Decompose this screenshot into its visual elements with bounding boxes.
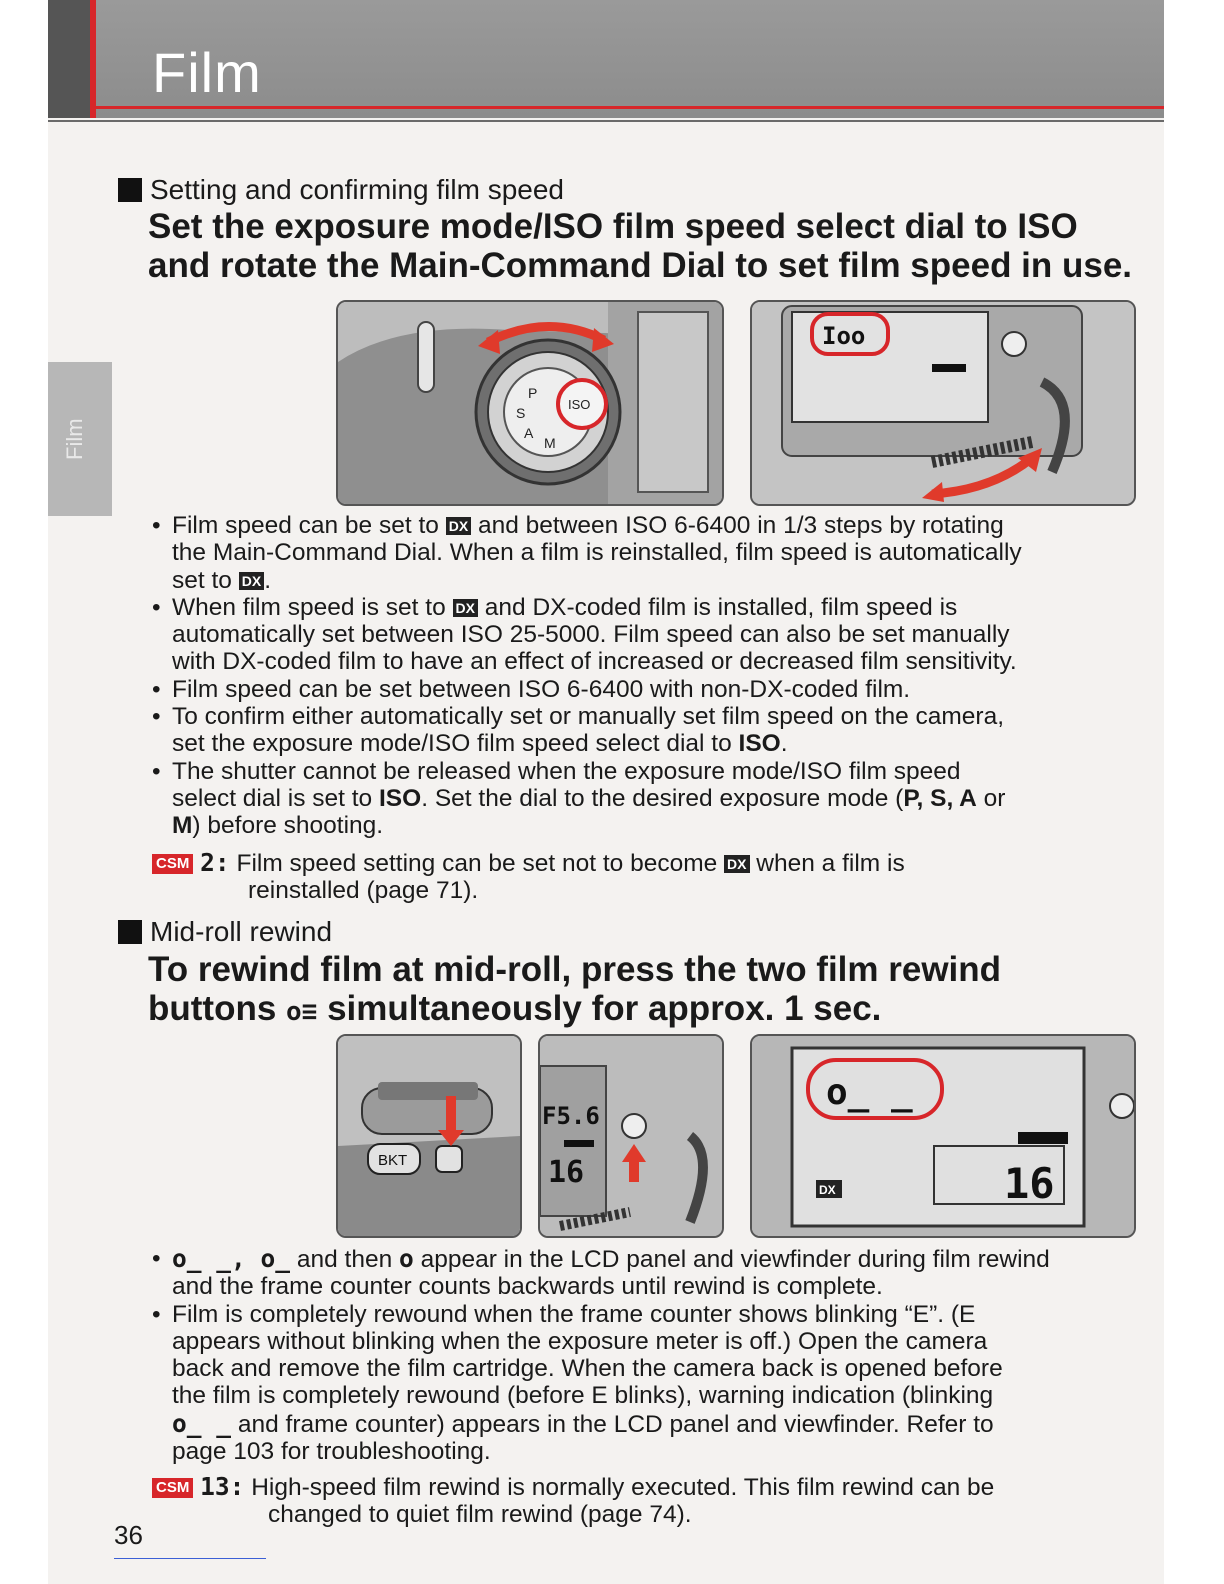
rewind-button-right <box>621 1113 647 1139</box>
section-label: Setting and confirming film speed <box>150 174 564 205</box>
list-item: • Film speed can be set to DX and betwee… <box>152 512 1022 594</box>
chapter-tab <box>48 362 112 516</box>
camera-dial-illustration: P S A M ISO <box>338 302 722 504</box>
csm-note-film-speed: CSM 2: Film speed setting can be set not… <box>152 849 905 905</box>
svg-text:P: P <box>528 385 537 401</box>
rewind-button-left-illustration: BKT <box>338 1036 520 1236</box>
section-square-icon <box>118 920 142 944</box>
csm-note-rewind: CSM 13: High-speed film rewind is normal… <box>152 1473 994 1529</box>
camera-dial-photo: P S A M ISO <box>336 300 724 506</box>
dx-icon: DX <box>724 855 750 873</box>
csm-number: 2: <box>200 848 230 877</box>
list-item: • Film speed can be set between ISO 6-64… <box>152 675 911 703</box>
viewfinder-counter: 16 <box>548 1155 584 1190</box>
page-number: 36 <box>114 1520 143 1550</box>
header-red-accent <box>90 0 96 118</box>
svg-text:A: A <box>524 425 534 441</box>
chapter-tab-label: Film <box>62 418 87 460</box>
svg-text:M: M <box>544 435 556 451</box>
lcd-film-speed-readout: Ioo <box>822 322 865 350</box>
lcd-film-speed-highlight <box>810 312 890 356</box>
iso-dial-highlight <box>556 378 608 430</box>
section-label: Mid-roll rewind <box>150 916 333 947</box>
rewind-button-left <box>435 1145 463 1173</box>
list-item: • o_ _, o_ and then o appear in the LCD … <box>152 1244 1050 1301</box>
list-item: • To confirm either automatically set or… <box>152 703 1005 758</box>
page-header: Film <box>48 0 1164 118</box>
footer-underline <box>114 1558 266 1559</box>
heading-line: Set the exposure mode/ISO film speed sel… <box>148 207 1078 246</box>
list-item: • Film is completely rewound when the fr… <box>152 1300 1003 1466</box>
bkt-button-label: BKT <box>378 1152 407 1169</box>
list-item: • When film speed is set to DX and DX-co… <box>152 593 1017 676</box>
section-square-icon <box>118 178 142 202</box>
rewind-lcd-photo: o_ _ 16 DX <box>750 1034 1136 1238</box>
film-speed-notes: • Film speed can be set to DX and betwee… <box>152 512 1142 840</box>
csm-badge: CSM <box>152 1478 194 1498</box>
section-heading: To rewind film at mid-roll, press the tw… <box>148 950 1001 1032</box>
lcd-rewind-indicator: o_ _ <box>826 1072 913 1113</box>
lcd-frame-counter: 16 <box>1004 1159 1055 1208</box>
section-mid-roll-rewind: Mid-roll rewind <box>118 916 332 948</box>
page-title: Film <box>152 41 262 104</box>
heading-line: buttons o≡ simultaneously for approx. 1 … <box>148 989 882 1028</box>
dx-icon: DX <box>452 598 478 617</box>
rewind-symbol: o <box>399 1244 414 1273</box>
header-dark-block <box>48 0 90 118</box>
rewind-symbols: o_ _ <box>172 1408 232 1438</box>
press-arrow-icon <box>622 1144 646 1162</box>
rewind-button-right-photo: F5.6 16 <box>538 1034 724 1238</box>
iso-dial-label: ISO <box>568 397 590 412</box>
film-rewind-icon: o≡ <box>286 997 318 1027</box>
csm-badge: CSM <box>152 854 194 874</box>
header-red-rule <box>90 106 1164 109</box>
csm-number: 13: <box>200 1472 245 1501</box>
svg-text:S: S <box>516 405 525 421</box>
header-divider <box>48 120 1164 122</box>
rewind-button-right-illustration: F5.6 16 <box>540 1036 722 1236</box>
list-item: • The shutter cannot be released when th… <box>152 757 1006 840</box>
dx-icon: DX <box>445 517 472 535</box>
lcd-dx-indicator: DX <box>819 1183 836 1197</box>
page-margin-right <box>1164 0 1224 1584</box>
heading-line: and rotate the Main-Command Dial to set … <box>148 246 1133 285</box>
rewind-button-left-photo: BKT <box>336 1034 522 1238</box>
rewind-lcd-illustration: o_ _ 16 DX <box>752 1036 1134 1236</box>
section-setting-film-speed: Setting and confirming film speed <box>118 174 564 206</box>
lcd-panel-photo: Ioo <box>750 300 1136 506</box>
rewind-symbols: o_ _, o_ <box>172 1244 291 1273</box>
lcd-panel-illustration: Ioo <box>752 302 1134 504</box>
lcd-rewind-highlight <box>806 1058 944 1120</box>
viewfinder-aperture: F5.6 <box>542 1102 600 1130</box>
rewind-notes: • o_ _, o_ and then o appear in the LCD … <box>152 1245 1142 1465</box>
press-arrow-icon <box>438 1130 464 1146</box>
heading-line: To rewind film at mid-roll, press the tw… <box>148 950 1002 989</box>
section-heading: Set the exposure mode/ISO film speed sel… <box>148 207 1132 285</box>
page-margin-left <box>0 0 48 1584</box>
dx-icon: DX <box>238 571 265 590</box>
